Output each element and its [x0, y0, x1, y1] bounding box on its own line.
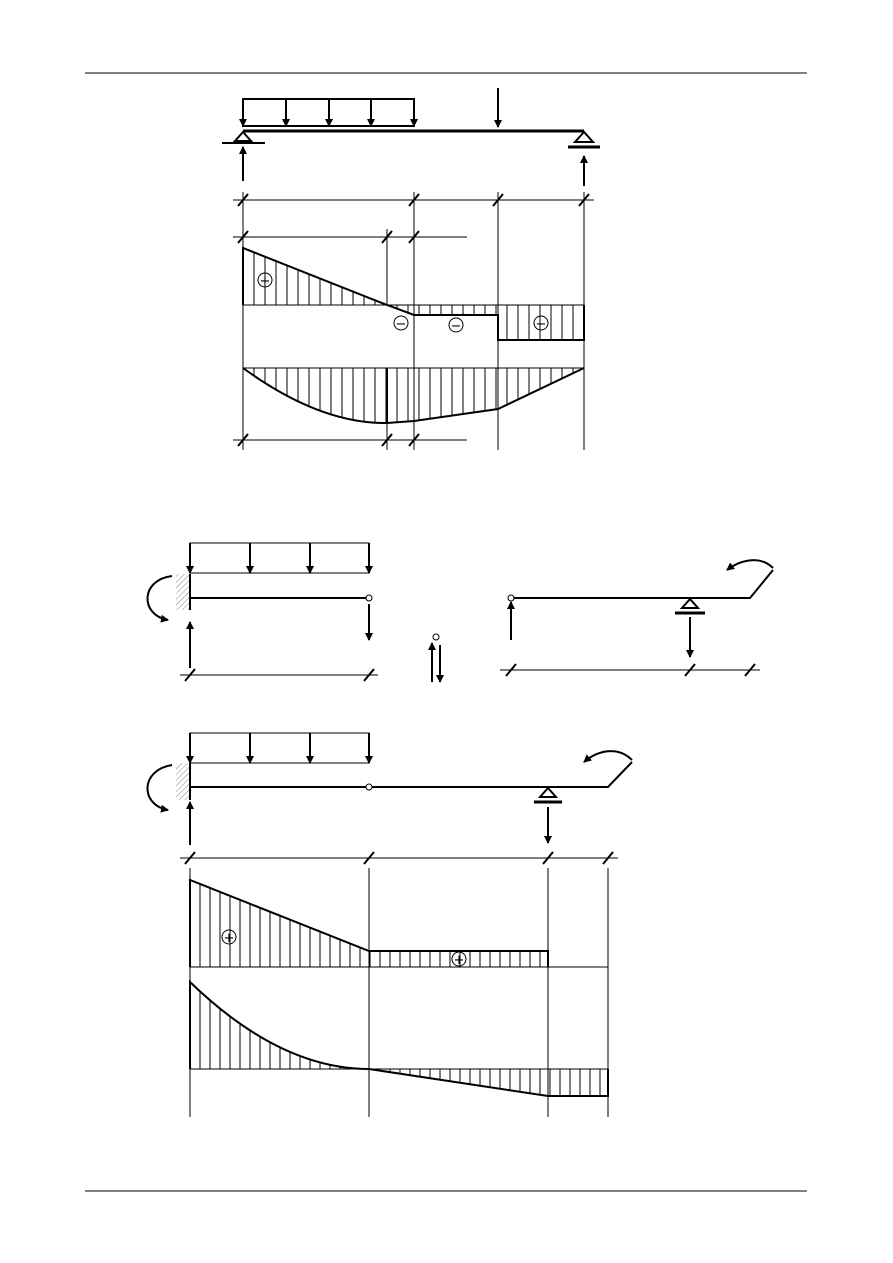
shear-sign-minus: −	[396, 317, 407, 332]
shear-outline	[242, 246, 585, 341]
roller-support	[679, 597, 701, 609]
applied-moment-arrow	[583, 750, 633, 763]
beam	[190, 761, 633, 788]
dimension-tick	[363, 668, 375, 682]
dimension-tick	[184, 668, 196, 682]
shear-sign-plus: +	[224, 931, 235, 946]
distributed-load-arrows	[186, 733, 373, 764]
shear-force-diagram	[242, 246, 585, 341]
hinge	[432, 633, 440, 641]
reaction-moment-arrow	[146, 764, 173, 813]
shear-hatching	[199, 883, 541, 967]
distributed-load-arrows	[186, 543, 373, 574]
shear-sign-plus: +	[454, 953, 465, 968]
shear-force-diagram: + +	[189, 878, 608, 968]
shear-hatching	[253, 252, 585, 340]
sign-markers: + − − −	[257, 272, 549, 334]
moment-hatching	[253, 368, 574, 424]
reaction-moment-arrow	[146, 575, 173, 623]
hinge	[507, 594, 515, 602]
roller-support-right	[572, 130, 596, 143]
pin-support-left	[232, 130, 254, 142]
distributed-load-box	[189, 542, 370, 574]
dimension-ticks-bottom	[237, 433, 420, 447]
dimension-tick	[408, 433, 420, 447]
dimension-tick	[602, 851, 614, 865]
dimension-tick	[684, 663, 696, 677]
beam-diagram-2-right	[500, 559, 774, 677]
shear-outline	[189, 878, 549, 967]
hinge-force-pair	[428, 633, 444, 683]
applied-moment-arrow	[726, 559, 774, 571]
dimension-tick	[542, 851, 554, 865]
dimension-ticks	[184, 668, 375, 682]
shear-sign-plus: +	[260, 274, 271, 289]
distributed-load-box	[189, 732, 370, 764]
beam-diagram-2-left	[146, 542, 378, 682]
fixed-wall-hatch	[176, 574, 189, 610]
hinge	[365, 594, 373, 602]
dimension-tick	[381, 433, 393, 447]
dimension-tick	[363, 851, 375, 865]
moment-outline	[189, 979, 609, 1097]
bending-moment-diagram	[189, 979, 609, 1097]
dimension-ticks	[505, 663, 756, 677]
distributed-load-arrows	[239, 99, 418, 127]
roller-support	[537, 786, 559, 798]
moment-hatching	[199, 991, 601, 1096]
dimension-tick	[237, 433, 249, 447]
fixed-wall-hatch	[176, 763, 189, 800]
extension-lines	[242, 192, 585, 450]
beam	[514, 569, 774, 599]
beam-diagram-3: + +	[146, 732, 633, 1117]
dimension-tick	[184, 851, 196, 865]
dimension-ticks	[184, 851, 614, 865]
shear-sign-minus: −	[536, 317, 547, 332]
shear-sign-minus: −	[451, 319, 462, 334]
beam-diagram-1: + − − −	[222, 88, 600, 450]
dimension-tick	[744, 663, 756, 677]
bending-moment-diagram	[242, 367, 585, 425]
dimension-tick	[505, 663, 517, 677]
hinge	[365, 783, 373, 791]
